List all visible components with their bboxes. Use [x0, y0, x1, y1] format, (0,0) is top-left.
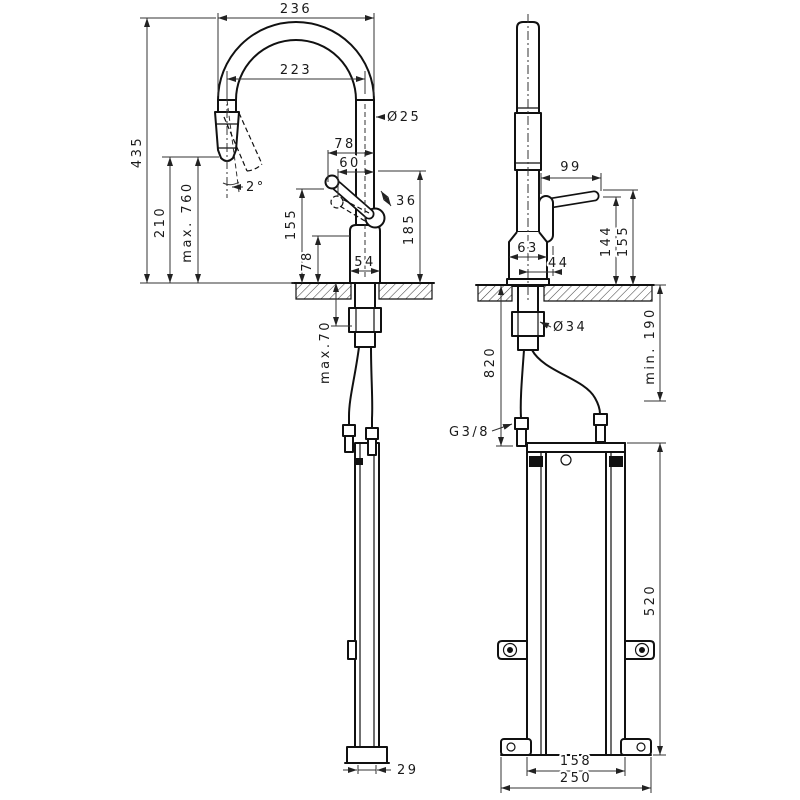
dim-min-clearance: min. 190: [643, 307, 658, 385]
dim-shank-diameter: Ø34: [553, 320, 587, 335]
dim-bracket-width: 158: [560, 754, 592, 769]
front-view-faucet: [506, 14, 600, 300]
dim-body-width: 63: [517, 241, 539, 256]
leader-g38: [491, 423, 513, 432]
guide-rail-inner-lines: [359, 443, 375, 755]
dim-total-height: 435: [130, 136, 145, 168]
front-view-dimensions: 99 144 155 63 44 820 Ø34: [447, 158, 666, 793]
hose-fitting-nut-2: [365, 427, 379, 440]
ear-screw-right-inner: [639, 647, 645, 653]
spout-arc: [217, 21, 375, 101]
dimline-36: [380, 190, 392, 207]
dim-handle-offset-60: 60: [339, 156, 361, 171]
dim-handle-offset-front: 44: [548, 256, 570, 271]
front-view: 99 144 155 63 44 820 Ø34: [447, 14, 666, 793]
dim-spout-diameter: Ø25: [387, 110, 421, 125]
dim-base-plate-width: 250: [560, 771, 592, 786]
ext-left-heights: [140, 17, 294, 284]
side-view: 236 223 435 210 max. 760 2° Ø25 78 60: [128, 0, 435, 780]
dim-handle-offset-78: 78: [334, 137, 356, 152]
counter-hatch-left: [296, 283, 351, 299]
dim-handle-pivot-height: 144: [599, 225, 614, 257]
dim-spout-width: 236: [280, 2, 312, 17]
spray-head: [214, 111, 240, 162]
handle-alt-position-dashed: [337, 198, 370, 222]
ear-screw-left-inner: [507, 647, 513, 653]
bracket-top-plate: [526, 442, 626, 453]
spray-head-alt-dashed: [223, 112, 263, 172]
ext-29: [357, 765, 377, 774]
counter-section-outline-front: [477, 285, 653, 302]
front-view-undercounter: [475, 284, 655, 756]
dim-bracket-height: 520: [643, 584, 658, 616]
guide-rail: [354, 442, 380, 756]
ear-screw-left-outer: [502, 642, 518, 658]
dim-lever-height: 155: [284, 208, 299, 240]
mounting-nut-facets: [355, 308, 375, 332]
hose-fitting-body-1: [344, 435, 354, 453]
handle-lever-front-fill: [547, 192, 598, 207]
dim-handle-width: 36: [396, 194, 418, 209]
dim-outlet-clearance: 210: [153, 206, 168, 238]
bracket-rail-inner-lines: [540, 452, 612, 755]
dim-base-width: 54: [354, 255, 376, 270]
ext-236: [217, 13, 375, 96]
side-view-dimensions: 236 223 435 210 max. 760 2° Ø25 78 60: [128, 0, 426, 780]
dim-handle-length: 99: [560, 160, 582, 175]
hose-fitting-nut-3: [514, 417, 529, 430]
dim-handle-top-height: 155: [616, 225, 631, 257]
dim-max-pullout: max. 760: [180, 181, 195, 262]
angle-arc: [222, 181, 240, 186]
dim-spray-angle: 2°: [246, 180, 266, 195]
ear-screw-right-outer: [634, 642, 650, 658]
bracket-top-screw: [560, 454, 572, 466]
leader-dia34: [539, 321, 552, 329]
side-view-undercounter: [291, 282, 435, 764]
mounting-nut: [348, 307, 382, 333]
dim-max-counter-thickness: max.70: [318, 320, 333, 384]
hose-fitting-body-4: [595, 424, 606, 443]
bracket-block-left: [529, 456, 543, 467]
hose-fitting-body-2: [367, 438, 377, 456]
dim-hose-thread: G3/8: [449, 425, 490, 440]
dim-rail-depth: 29: [397, 763, 419, 778]
ext-bottom-widths: [500, 757, 652, 793]
rail-foot: [346, 746, 388, 764]
bracket-rail-right: [605, 442, 626, 756]
supply-hoses: [348, 346, 374, 429]
dim-outlet-height: 78: [300, 250, 315, 272]
handle-knob: [324, 174, 340, 190]
foot-hole-right: [636, 742, 646, 752]
mounting-nut-facets-front: [517, 312, 539, 336]
bracket-rail-left: [526, 442, 547, 756]
hose-fitting-nut-1: [342, 424, 356, 437]
dim-hose-length: 820: [483, 346, 498, 378]
bracket-block-right: [609, 456, 623, 467]
handle-lever-fill: [333, 182, 373, 218]
supply-hoses-front: [519, 349, 601, 419]
ext-223: [226, 71, 366, 94]
counter-hatch-right-front: [544, 285, 652, 301]
counter-hatch-left-front: [478, 285, 512, 301]
bracket-foot-right: [620, 738, 652, 756]
handle-alt-knob-dashed: [330, 195, 344, 209]
dim-spout-reach: 223: [280, 63, 312, 78]
foot-hole-left: [506, 742, 516, 752]
bracket-foot-left: [500, 738, 532, 756]
hose-fitting-body-3: [516, 428, 527, 447]
counter-hatch-right: [379, 283, 432, 299]
counter-section-outline: [295, 283, 433, 300]
spray-pipe: [217, 99, 237, 113]
rail-ear-side: [347, 640, 357, 660]
dim-handle-height: 185: [402, 213, 417, 245]
rail-clip: [356, 458, 363, 465]
mounting-nut-front: [511, 311, 545, 337]
hose-fitting-nut-4: [593, 413, 608, 426]
